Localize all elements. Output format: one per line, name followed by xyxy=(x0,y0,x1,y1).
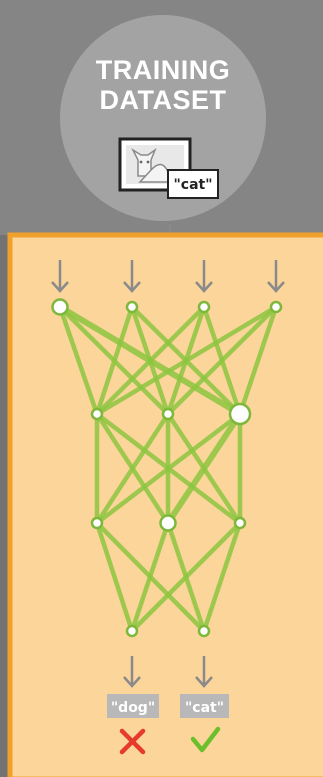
edge-hidden1-2-to-hidden2-0 xyxy=(94,411,243,526)
node-input-1 xyxy=(125,300,139,314)
dataset-title-line-2: DATASET xyxy=(100,85,227,115)
cat-photo-icon xyxy=(118,137,192,192)
output-arrow-0-head xyxy=(123,676,141,688)
edge-hidden2-2-to-output-0 xyxy=(129,520,243,634)
edge-hidden2-2-to-output-1 xyxy=(201,520,243,634)
network-nodes xyxy=(51,298,283,638)
edge-input-3-to-hidden1-2 xyxy=(237,304,279,417)
check-icon xyxy=(190,726,221,753)
output-dog-tag xyxy=(107,694,159,718)
output-arrows xyxy=(123,656,213,688)
output-cat-label: "cat" xyxy=(185,700,224,716)
edge-input-1-to-hidden1-0 xyxy=(94,304,135,417)
output-cat-tag xyxy=(180,694,229,718)
node-input-3 xyxy=(269,300,283,314)
node-output-0 xyxy=(125,624,139,638)
node-output-1 xyxy=(197,624,211,638)
edge-input-2-to-hidden1-0 xyxy=(94,304,207,417)
input-arrow-1-head xyxy=(123,281,141,293)
node-hidden2-0 xyxy=(90,516,104,530)
edge-hidden1-2-to-hidden2-1 xyxy=(165,411,243,526)
edge-input-0-to-hidden1-0 xyxy=(57,304,100,417)
input-arrow-2-head xyxy=(195,281,213,293)
dataset-tag: "cat" xyxy=(167,169,219,199)
input-arrow-0-head xyxy=(51,281,69,293)
output-cat: "cat" xyxy=(180,694,229,753)
edge-input-3-to-hidden1-0 xyxy=(94,304,279,417)
node-hidden1-2 xyxy=(228,402,252,426)
dataset-tag-label: "cat" xyxy=(173,177,212,193)
edge-hidden2-0-to-output-0 xyxy=(94,520,135,634)
cross-icon xyxy=(119,728,146,755)
node-hidden2-1 xyxy=(159,514,177,532)
dataset-title-line-1: TRAINING xyxy=(96,55,231,85)
node-input-2 xyxy=(197,300,211,314)
network-edges xyxy=(57,304,279,634)
training-dataset-badge: TRAINING DATASET "cat" xyxy=(60,15,266,221)
node-hidden1-1 xyxy=(161,407,175,421)
input-arrow-3-head xyxy=(267,281,285,293)
node-hidden2-2 xyxy=(233,516,247,530)
edge-hidden1-1-to-hidden2-0 xyxy=(94,411,171,526)
input-arrows xyxy=(51,260,285,293)
edge-hidden2-1-to-output-0 xyxy=(129,520,171,634)
output-arrow-1-head xyxy=(195,676,213,688)
node-hidden1-0 xyxy=(90,407,104,421)
edge-input-3-to-hidden1-1 xyxy=(165,304,279,417)
output-dog: "dog" xyxy=(107,694,159,755)
output-dog-label: "dog" xyxy=(111,700,155,716)
node-input-0 xyxy=(51,298,69,316)
